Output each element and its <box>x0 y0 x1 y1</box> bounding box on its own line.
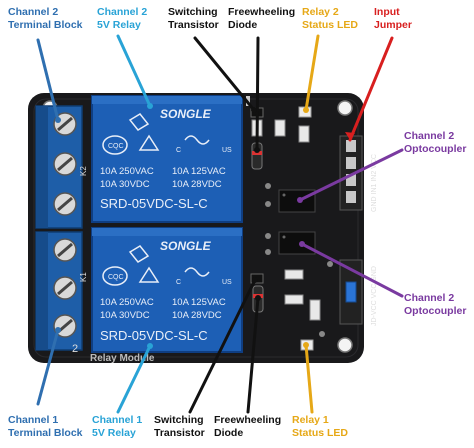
label-channel-2-optocoupler-top: Channel 2 Optocoupler <box>404 130 467 155</box>
label-channel-1-relay: Channel 1 5V Relay <box>92 414 143 439</box>
mounting-hole <box>337 100 353 116</box>
label-relay-2-status-led: Relay 2 Status LED <box>302 6 359 31</box>
relay-brand: SONGLE <box>160 107 212 121</box>
label-channel-2-optocoupler-bottom: Channel 2 Optocoupler <box>404 292 467 317</box>
svg-text:10A 30VDC: 10A 30VDC <box>100 310 150 321</box>
mounting-hole <box>337 337 353 353</box>
svg-text:CQC: CQC <box>108 274 124 281</box>
label-channel-1-terminal-block: Channel 1 Terminal Block <box>8 414 83 439</box>
svg-text:10A 250VAC: 10A 250VAC <box>100 297 154 308</box>
svg-text:SONGLE: SONGLE <box>160 239 212 253</box>
svg-text:JD-VCC VCC GND: JD-VCC VCC GND <box>371 266 378 326</box>
label-freewheeling-diode-top: Freewheeling Diode <box>228 6 296 31</box>
svg-text:CQC: CQC <box>108 143 124 150</box>
resistors-bottom <box>284 269 321 321</box>
label-input-jumper: Input Jumper <box>374 6 412 31</box>
svg-text:10A 250VAC: 10A 250VAC <box>100 166 154 177</box>
power-jumper-header <box>339 259 363 325</box>
label-freewheeling-diode-bottom: Freewheeling Diode <box>214 414 282 439</box>
svg-text:10A 28VDC: 10A 28VDC <box>172 310 222 321</box>
svg-text:SRD-05VDC-SL-C: SRD-05VDC-SL-C <box>100 328 208 343</box>
svg-text:C: C <box>176 279 181 286</box>
svg-text:K2: K2 <box>79 166 88 176</box>
svg-text:US: US <box>222 147 232 154</box>
label-switching-transistor-top: Switching Transistor <box>168 6 219 31</box>
label-channel-2-relay: Channel 2 5V Relay <box>97 6 148 31</box>
svg-text:2: 2 <box>72 343 78 355</box>
svg-text:GND IN1 IN2 VCC: GND IN1 IN2 VCC <box>371 154 378 212</box>
svg-text:C: C <box>176 147 181 154</box>
svg-text:Relay Module: Relay Module <box>90 353 155 364</box>
label-channel-2-terminal-block: Channel 2 Terminal Block <box>8 6 83 31</box>
input-header-pins <box>339 135 363 211</box>
relay-k2: SONGLE CQC C US 10A 250VAC 10A 125VAC 10… <box>91 95 243 223</box>
svg-text:10A 30VDC: 10A 30VDC <box>100 179 150 190</box>
optocoupler-channel-2 <box>278 189 316 213</box>
relay-k1: SONGLE CQC C US 10A 250VAC 10A 125VAC 10… <box>91 227 243 353</box>
optocoupler-channel-1 <box>278 231 316 255</box>
relay-model: SRD-05VDC-SL-C <box>100 196 208 211</box>
vias <box>265 183 333 337</box>
svg-text:10A 28VDC: 10A 28VDC <box>172 179 222 190</box>
svg-text:K1: K1 <box>79 272 88 282</box>
terminal-block-channel-2 <box>35 105 83 229</box>
svg-text:10A 125VAC: 10A 125VAC <box>172 297 226 308</box>
label-relay-1-status-led: Relay 1 Status LED <box>292 414 349 439</box>
svg-text:US: US <box>222 279 232 286</box>
label-switching-transistor-bottom: Switching Transistor <box>154 414 205 439</box>
svg-text:10A 125VAC: 10A 125VAC <box>172 166 226 177</box>
